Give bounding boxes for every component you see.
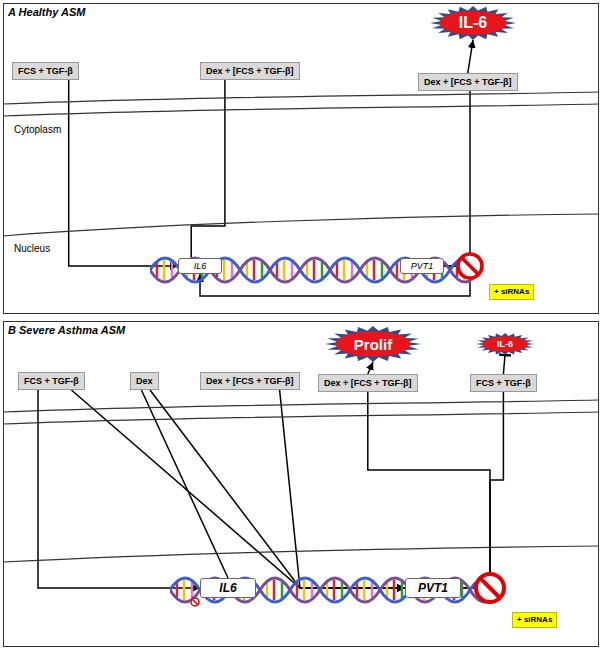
node-text: IL6 bbox=[194, 261, 207, 271]
region-label: Cytoplasm bbox=[14, 124, 61, 135]
cell-membrane bbox=[3, 92, 599, 104]
cell-membrane bbox=[3, 412, 599, 424]
node-text: Dex + [FCS + TGF-β] bbox=[206, 66, 294, 76]
block-symbol bbox=[191, 598, 199, 606]
node-text: FCS + TGF-β bbox=[24, 376, 79, 386]
connector bbox=[503, 355, 505, 374]
stimulus-box: FCS + TGF-β bbox=[12, 62, 79, 80]
stimulus-box: FCS + TGF-β bbox=[470, 374, 537, 392]
connector bbox=[461, 392, 503, 588]
stimulus-box: Dex + [FCS + TGF-β] bbox=[200, 62, 300, 80]
node-text: Dex + [FCS + TGF-β] bbox=[424, 77, 512, 87]
nuclear-membrane bbox=[3, 214, 599, 236]
dna-helix bbox=[170, 574, 488, 606]
sirna-tag: + siRNAs bbox=[512, 612, 557, 628]
connector bbox=[191, 80, 225, 258]
connector bbox=[280, 390, 405, 588]
node-text: Dex bbox=[136, 376, 153, 386]
node-text: Dex + [FCS + TGF-β] bbox=[206, 376, 294, 386]
node-text: PVT1 bbox=[418, 581, 448, 595]
node-text: + siRNAs bbox=[494, 287, 529, 296]
stimulus-box: Dex bbox=[130, 372, 159, 390]
gene-box: IL6 bbox=[200, 578, 256, 598]
output-burst: IL-6 bbox=[430, 6, 516, 40]
cell-membrane bbox=[3, 400, 599, 412]
node-text: Dex + [FCS + TGF-β] bbox=[324, 378, 412, 388]
output-burst: IL-6 bbox=[476, 333, 534, 355]
node-text: + siRNAs bbox=[517, 615, 552, 624]
connector bbox=[468, 40, 473, 73]
stimulus-box: FCS + TGF-β bbox=[18, 372, 85, 390]
node-text: PVT1 bbox=[411, 261, 434, 271]
connector bbox=[444, 91, 470, 266]
connector bbox=[368, 362, 373, 374]
panel-frame: A Healthy ASMFCS + TGF-βDex + [FCS + TGF… bbox=[3, 3, 599, 314]
dna-helix bbox=[150, 254, 480, 286]
gene-box: PVT1 bbox=[405, 578, 461, 598]
stimulus-box: Dex + [FCS + TGF-β] bbox=[200, 372, 300, 390]
sirna-tag: + siRNAs bbox=[489, 284, 534, 300]
node-text: IL6 bbox=[219, 581, 236, 595]
output-burst: Prolif bbox=[325, 326, 421, 362]
connector bbox=[69, 80, 178, 266]
node-text: IL-6 bbox=[497, 339, 513, 349]
cell-membrane bbox=[3, 104, 599, 116]
node-text: IL-6 bbox=[459, 14, 487, 32]
stimulus-box: Dex + [FCS + TGF-β] bbox=[418, 73, 518, 91]
panel-heading: A Healthy ASM bbox=[8, 6, 85, 18]
node-text: FCS + TGF-β bbox=[476, 378, 531, 388]
gene-box: IL6 bbox=[178, 258, 222, 274]
node-text: FCS + TGF-β bbox=[18, 66, 73, 76]
panel-frame: B Severe Asthma ASM FCS + TGF-β Dex Dex + [… bbox=[3, 321, 599, 647]
connector bbox=[150, 390, 405, 588]
block-symbol bbox=[458, 254, 482, 278]
gene-box: PVT1 bbox=[400, 258, 444, 274]
stimulus-box: Dex + [FCS + TGF-β] bbox=[318, 374, 418, 392]
nuclear-membrane bbox=[3, 546, 599, 562]
block-symbol bbox=[476, 574, 504, 602]
region-label: Nucleus bbox=[14, 243, 50, 254]
connector bbox=[368, 392, 490, 588]
node-text: Prolif bbox=[354, 336, 392, 353]
panel-heading: B Severe Asthma ASM bbox=[8, 324, 125, 336]
